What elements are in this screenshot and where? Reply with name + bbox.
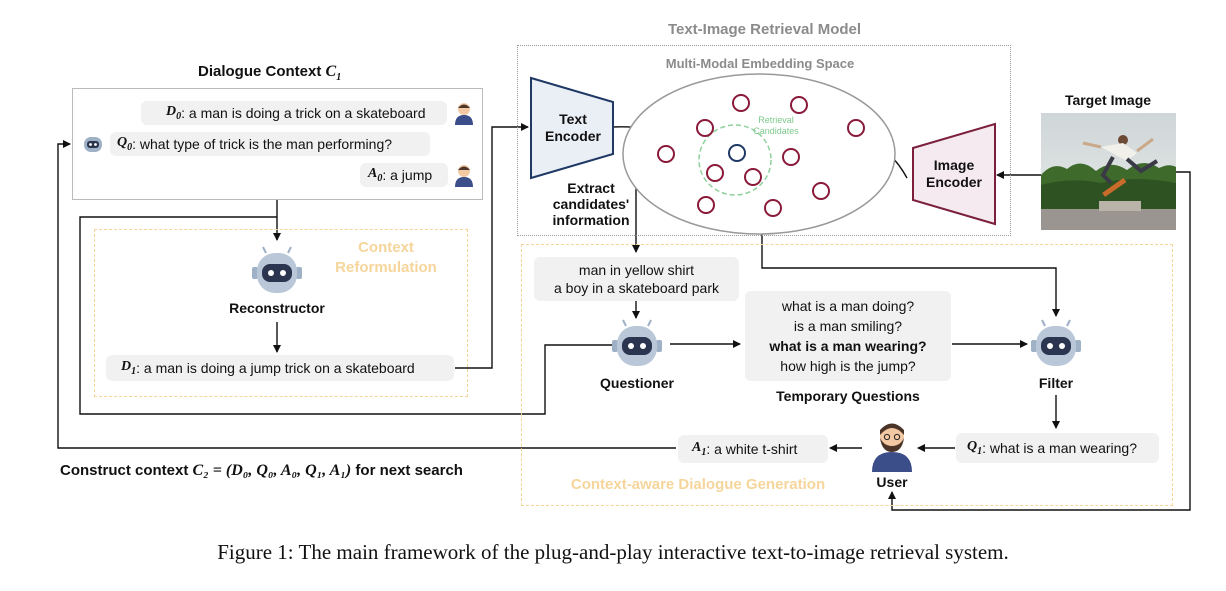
a0-sub: 0 <box>377 172 383 184</box>
extract-line1: Extract <box>567 180 615 196</box>
construct-formula: C₂ = (D₀, Q₀, A₀, Q₁, A₁) <box>192 462 352 479</box>
temp-question-2: is a man smiling? <box>793 318 903 334</box>
d0-text: : a man is doing a trick on a skateboard <box>181 105 426 121</box>
d1-sub: 1 <box>131 365 137 377</box>
filter-label: Filter <box>1038 375 1074 391</box>
candidate-info-line2: a boy in a skateboard park <box>554 280 719 296</box>
target-image <box>1041 113 1176 230</box>
dialogue-generation-box <box>521 244 1173 506</box>
construct-suffix: for next search <box>355 462 463 479</box>
context-reformulation-title: Context Reformulation <box>318 238 454 278</box>
arrow-a1-to-dialogue <box>57 140 676 449</box>
image-encoder-line2: Encoder <box>925 174 982 190</box>
user-icon <box>455 165 473 187</box>
text-encoder-line1: Text <box>559 111 587 127</box>
dialogue-context-var: C <box>325 63 337 80</box>
dialogue-context-title: Dialogue Context C1 <box>198 63 341 83</box>
q1-sub: 1 <box>977 445 983 457</box>
temporary-questions-bubble: what is a man doing? is a man smiling? w… <box>745 291 951 381</box>
robot-icon <box>84 137 102 152</box>
retrieval-model-box <box>517 45 1011 236</box>
a0-text: : a jump <box>382 167 433 183</box>
candidate-point <box>696 119 714 137</box>
q0-sub: 0 <box>127 141 133 153</box>
query-point <box>728 144 746 162</box>
arrow-d1-to-text-encoder <box>455 123 529 369</box>
construct-prefix: Construct context <box>60 462 189 479</box>
temp-question-4: how high is the jump? <box>780 358 916 374</box>
text-encoder-line2: Encoder <box>544 128 601 144</box>
dialogue-context-sub: 1 <box>336 72 342 84</box>
context-reformulation-line1: Context <box>358 239 414 256</box>
robot-icon <box>1031 319 1081 366</box>
q1-text: : what is a man wearing? <box>982 440 1137 456</box>
candidate-point <box>782 148 800 166</box>
construct-context-text: Construct context C₂ = (D₀, Q₀, A₀, Q₁, … <box>60 462 463 480</box>
candidate-point <box>706 164 724 182</box>
q0-bubble: Q0: what type of trick is the man perfor… <box>110 132 430 156</box>
d0-sub: 0 <box>176 110 182 122</box>
embedding-space <box>622 73 896 235</box>
a0-bubble: A0 : a jump <box>360 163 448 187</box>
a1-bubble: A1: a white t-shirt <box>678 435 828 463</box>
text-encoder-shape <box>530 76 614 180</box>
robot-icon <box>612 319 662 366</box>
temporary-questions-label: Temporary Questions <box>776 388 920 404</box>
candidate-point <box>697 196 715 214</box>
d0-bubble: D0: a man is doing a trick on a skateboa… <box>141 101 447 125</box>
d0-var: D <box>166 104 177 120</box>
retrieval-candidates-label: Retrieval Candidates <box>738 115 814 137</box>
robot-icon <box>252 246 302 293</box>
reconstructor-label: Reconstructor <box>229 300 325 316</box>
a1-var: A <box>692 440 702 456</box>
candidate-point <box>657 145 675 163</box>
arrow-target-to-user <box>888 171 1191 511</box>
a1-sub: 1 <box>701 446 707 458</box>
retrieval-candidates-line2: Candidates <box>753 126 799 136</box>
candidate-info-bubble: man in yellow shirt a boy in a skateboar… <box>534 257 739 301</box>
retrieval-candidates-region <box>698 124 772 196</box>
q0-var: Q <box>117 135 128 151</box>
d1-var: D <box>121 359 132 375</box>
image-encoder-line1: Image <box>933 157 975 173</box>
q1-var: Q <box>967 439 978 455</box>
candidate-point <box>847 119 865 137</box>
target-image-title: Target Image <box>1064 92 1152 108</box>
d1-bubble: D1: a man is doing a jump trick on a ska… <box>106 355 454 381</box>
embedding-space-title: Multi-Modal Embedding Space <box>665 56 855 71</box>
user-icon <box>455 103 473 125</box>
temp-question-1: what is a man doing? <box>781 298 915 314</box>
questioner-label: Questioner <box>600 375 674 391</box>
candidate-point <box>812 182 830 200</box>
candidate-info-line1: man in yellow shirt <box>578 262 695 278</box>
q1-bubble: Q1: what is a man wearing? <box>956 433 1159 463</box>
context-reformulation-box <box>94 229 468 397</box>
extract-candidates-label: Extract candidates' information <box>544 180 638 228</box>
a1-text: : a white t-shirt <box>706 441 798 457</box>
retrieval-model-title: Text-Image Retrieval Model <box>667 21 862 38</box>
dialogue-generation-title: Context-aware Dialogue Generation <box>570 476 826 493</box>
text-encoder-label: Text Encoder <box>531 111 615 145</box>
image-encoder-label: Image Encoder <box>911 157 997 191</box>
temp-question-3: what is a man wearing? <box>769 338 927 354</box>
user-label: User <box>876 474 908 490</box>
a0-var: A <box>368 166 378 182</box>
dialogue-context-box <box>72 88 483 200</box>
image-encoder-shape <box>912 122 996 226</box>
extract-line3: information <box>552 212 630 228</box>
candidate-point <box>732 94 750 112</box>
arrow-context-to-questioner <box>79 216 621 415</box>
candidate-point <box>790 96 808 114</box>
candidate-point <box>764 199 782 217</box>
q0-text: : what type of trick is the man performi… <box>132 136 393 152</box>
figure-caption: Figure 1: The main framework of the plug… <box>217 540 1009 564</box>
context-reformulation-line2: Reformulation <box>335 259 437 276</box>
extract-line2: candidates' <box>552 196 630 212</box>
dialogue-context-label: Dialogue Context <box>198 63 322 80</box>
user-icon <box>872 423 912 472</box>
candidate-point <box>744 168 762 186</box>
retrieval-candidates-line1: Retrieval <box>758 115 794 125</box>
d1-text: : a man is doing a jump trick on a skate… <box>136 360 415 376</box>
